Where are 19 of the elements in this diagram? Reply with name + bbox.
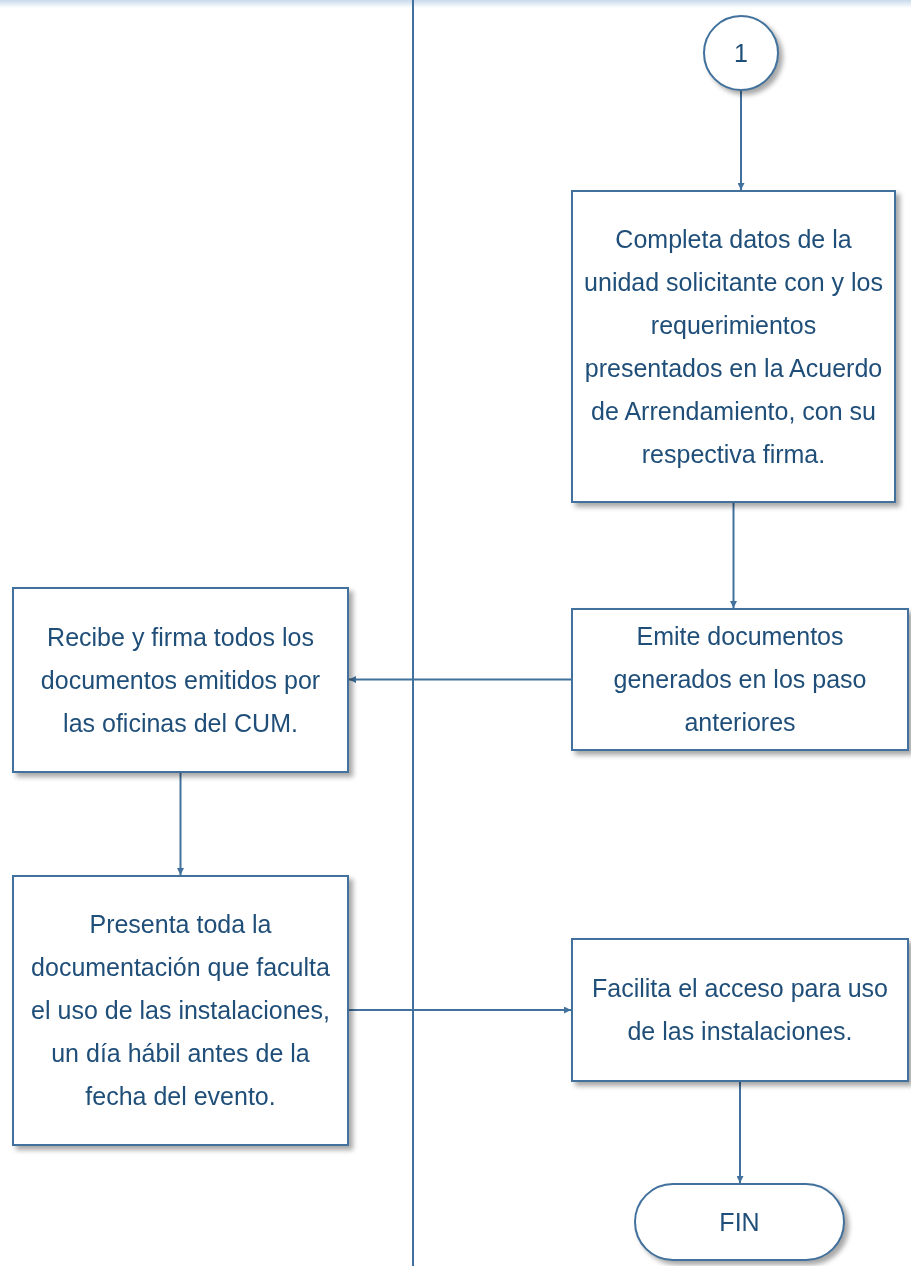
arrow	[736, 1081, 744, 1184]
arrow	[348, 676, 572, 683]
node-text: FIN	[719, 1206, 760, 1238]
process-box	[12, 587, 349, 773]
process-box	[571, 190, 896, 503]
terminator	[634, 1183, 845, 1261]
arrow	[737, 90, 745, 191]
node-text: Recibe y firma todos los documentos emitidos por las oficinas del CUM.	[39, 621, 322, 739]
arrow	[348, 1006, 572, 1014]
node-text: Facilita el acceso para uso de las instalaciones.	[591, 973, 889, 1047]
node-text: 1	[734, 37, 748, 69]
arrow	[730, 502, 737, 609]
node-text: Completa datos de la unidad solicitante con y los requerimientos presentados en la Acuerdo de Arrendamiento, con su respectiva firma.	[583, 223, 884, 470]
process-box	[571, 938, 909, 1082]
process-box	[571, 608, 909, 751]
node-text: Presenta toda la documentación que faculta el uso de las instalaciones, un día hábil antes de la fecha del evento.	[30, 909, 331, 1112]
process-box	[12, 875, 349, 1146]
arrow	[177, 772, 184, 876]
node-text: Emite documentos generados en los paso anteriores	[612, 621, 868, 738]
